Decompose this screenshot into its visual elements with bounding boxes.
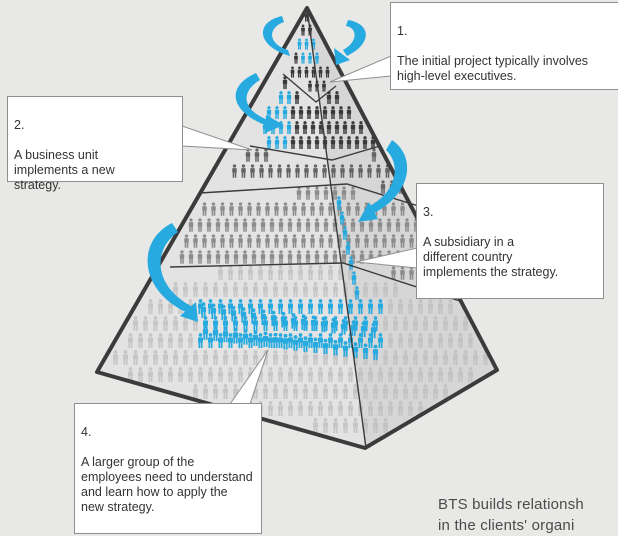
callout-1: 1. The initial project typically involve… <box>390 2 618 90</box>
curved-arrow-icon <box>147 223 198 322</box>
curved-arrow-icon <box>263 16 366 65</box>
tier-line-2 <box>249 145 381 161</box>
callout-4: 4. A larger group of the employees need … <box>74 403 262 534</box>
callout-3: 3. A subsidiary in a different country i… <box>416 183 604 299</box>
callout-2-text: A business unit implements a new strateg… <box>14 148 115 192</box>
curved-arrow-icon <box>235 73 284 133</box>
callout-3-number: 3. <box>423 205 434 219</box>
tier-line-1 <box>282 73 337 103</box>
callout-2-number: 2. <box>14 118 25 132</box>
callout-1-text: The initial project typically involves h… <box>397 54 589 83</box>
pyramid-ridge <box>306 7 367 449</box>
footer-text: BTS builds relationsh in the clients' or… <box>438 494 584 536</box>
callout-4-number: 4. <box>81 425 92 439</box>
curved-arrow-icon <box>358 140 408 222</box>
callout-4-text: A larger group of the employees need to … <box>81 455 253 514</box>
callout-1-number: 1. <box>397 24 408 38</box>
callout-3-text: A subsidiary in a different country impl… <box>423 235 559 279</box>
footer-line-1: BTS builds relationsh <box>438 496 584 513</box>
callout-2: 2. A business unit implements a new stra… <box>7 96 183 192</box>
pyramid-left-face <box>97 8 365 448</box>
tier-line-3 <box>199 183 426 209</box>
footer-line-2: in the clients' organi <box>438 517 575 534</box>
